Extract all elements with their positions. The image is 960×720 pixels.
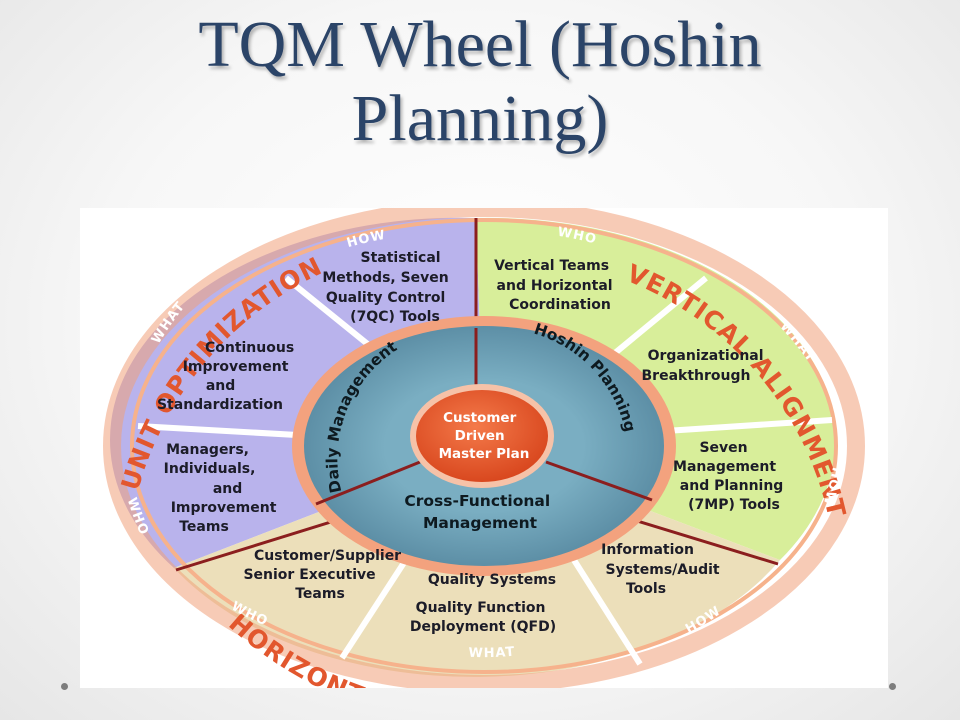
- continuous-improvement-text: Continuous Improvement and Standardizati…: [157, 340, 299, 413]
- inner-ring-edge: [130, 218, 838, 674]
- center-text: Customer Driven Master Plan: [439, 410, 530, 462]
- seven-management-text: Seven Management and Planning (7MP) Tool…: [673, 440, 788, 513]
- slide-dot-right: [889, 683, 896, 690]
- slide-dot-left: [61, 683, 68, 690]
- what-bottom-label: WHAT: [468, 645, 516, 662]
- outer-ring-band: [103, 208, 865, 688]
- information-systems-text: Information Systems/Audit Tools: [601, 542, 724, 597]
- organizational-breakthrough-text: Organizational Breakthrough: [642, 348, 769, 384]
- tqm-wheel-svg: UNIT OPTIMIZATION VERTICAL ALIGNMENT HOR…: [84, 208, 884, 688]
- title-line-2: Planning): [351, 82, 609, 155]
- cross-functional-label: Cross-Functional Management: [404, 492, 555, 532]
- managers-teams-text: Managers, Individuals, and Improvement T…: [164, 442, 282, 535]
- vertical-teams-text: Vertical Teams and Horizontal Coordinati…: [494, 258, 617, 313]
- statistical-methods-text: Statistical Methods, Seven Quality Contr…: [322, 250, 453, 325]
- quality-systems-text: Quality Systems: [428, 572, 556, 588]
- qfd-text: Quality Function Deployment (QFD): [410, 600, 556, 635]
- tqm-wheel-diagram: UNIT OPTIMIZATION VERTICAL ALIGNMENT HOR…: [80, 208, 888, 688]
- page-title: TQM Wheel (Hoshin Planning): [0, 8, 960, 156]
- customer-supplier-text: Customer/Supplier Senior Executive Teams: [243, 548, 406, 602]
- center-circle: [416, 390, 548, 482]
- title-line-1: TQM Wheel (Hoshin: [198, 8, 762, 81]
